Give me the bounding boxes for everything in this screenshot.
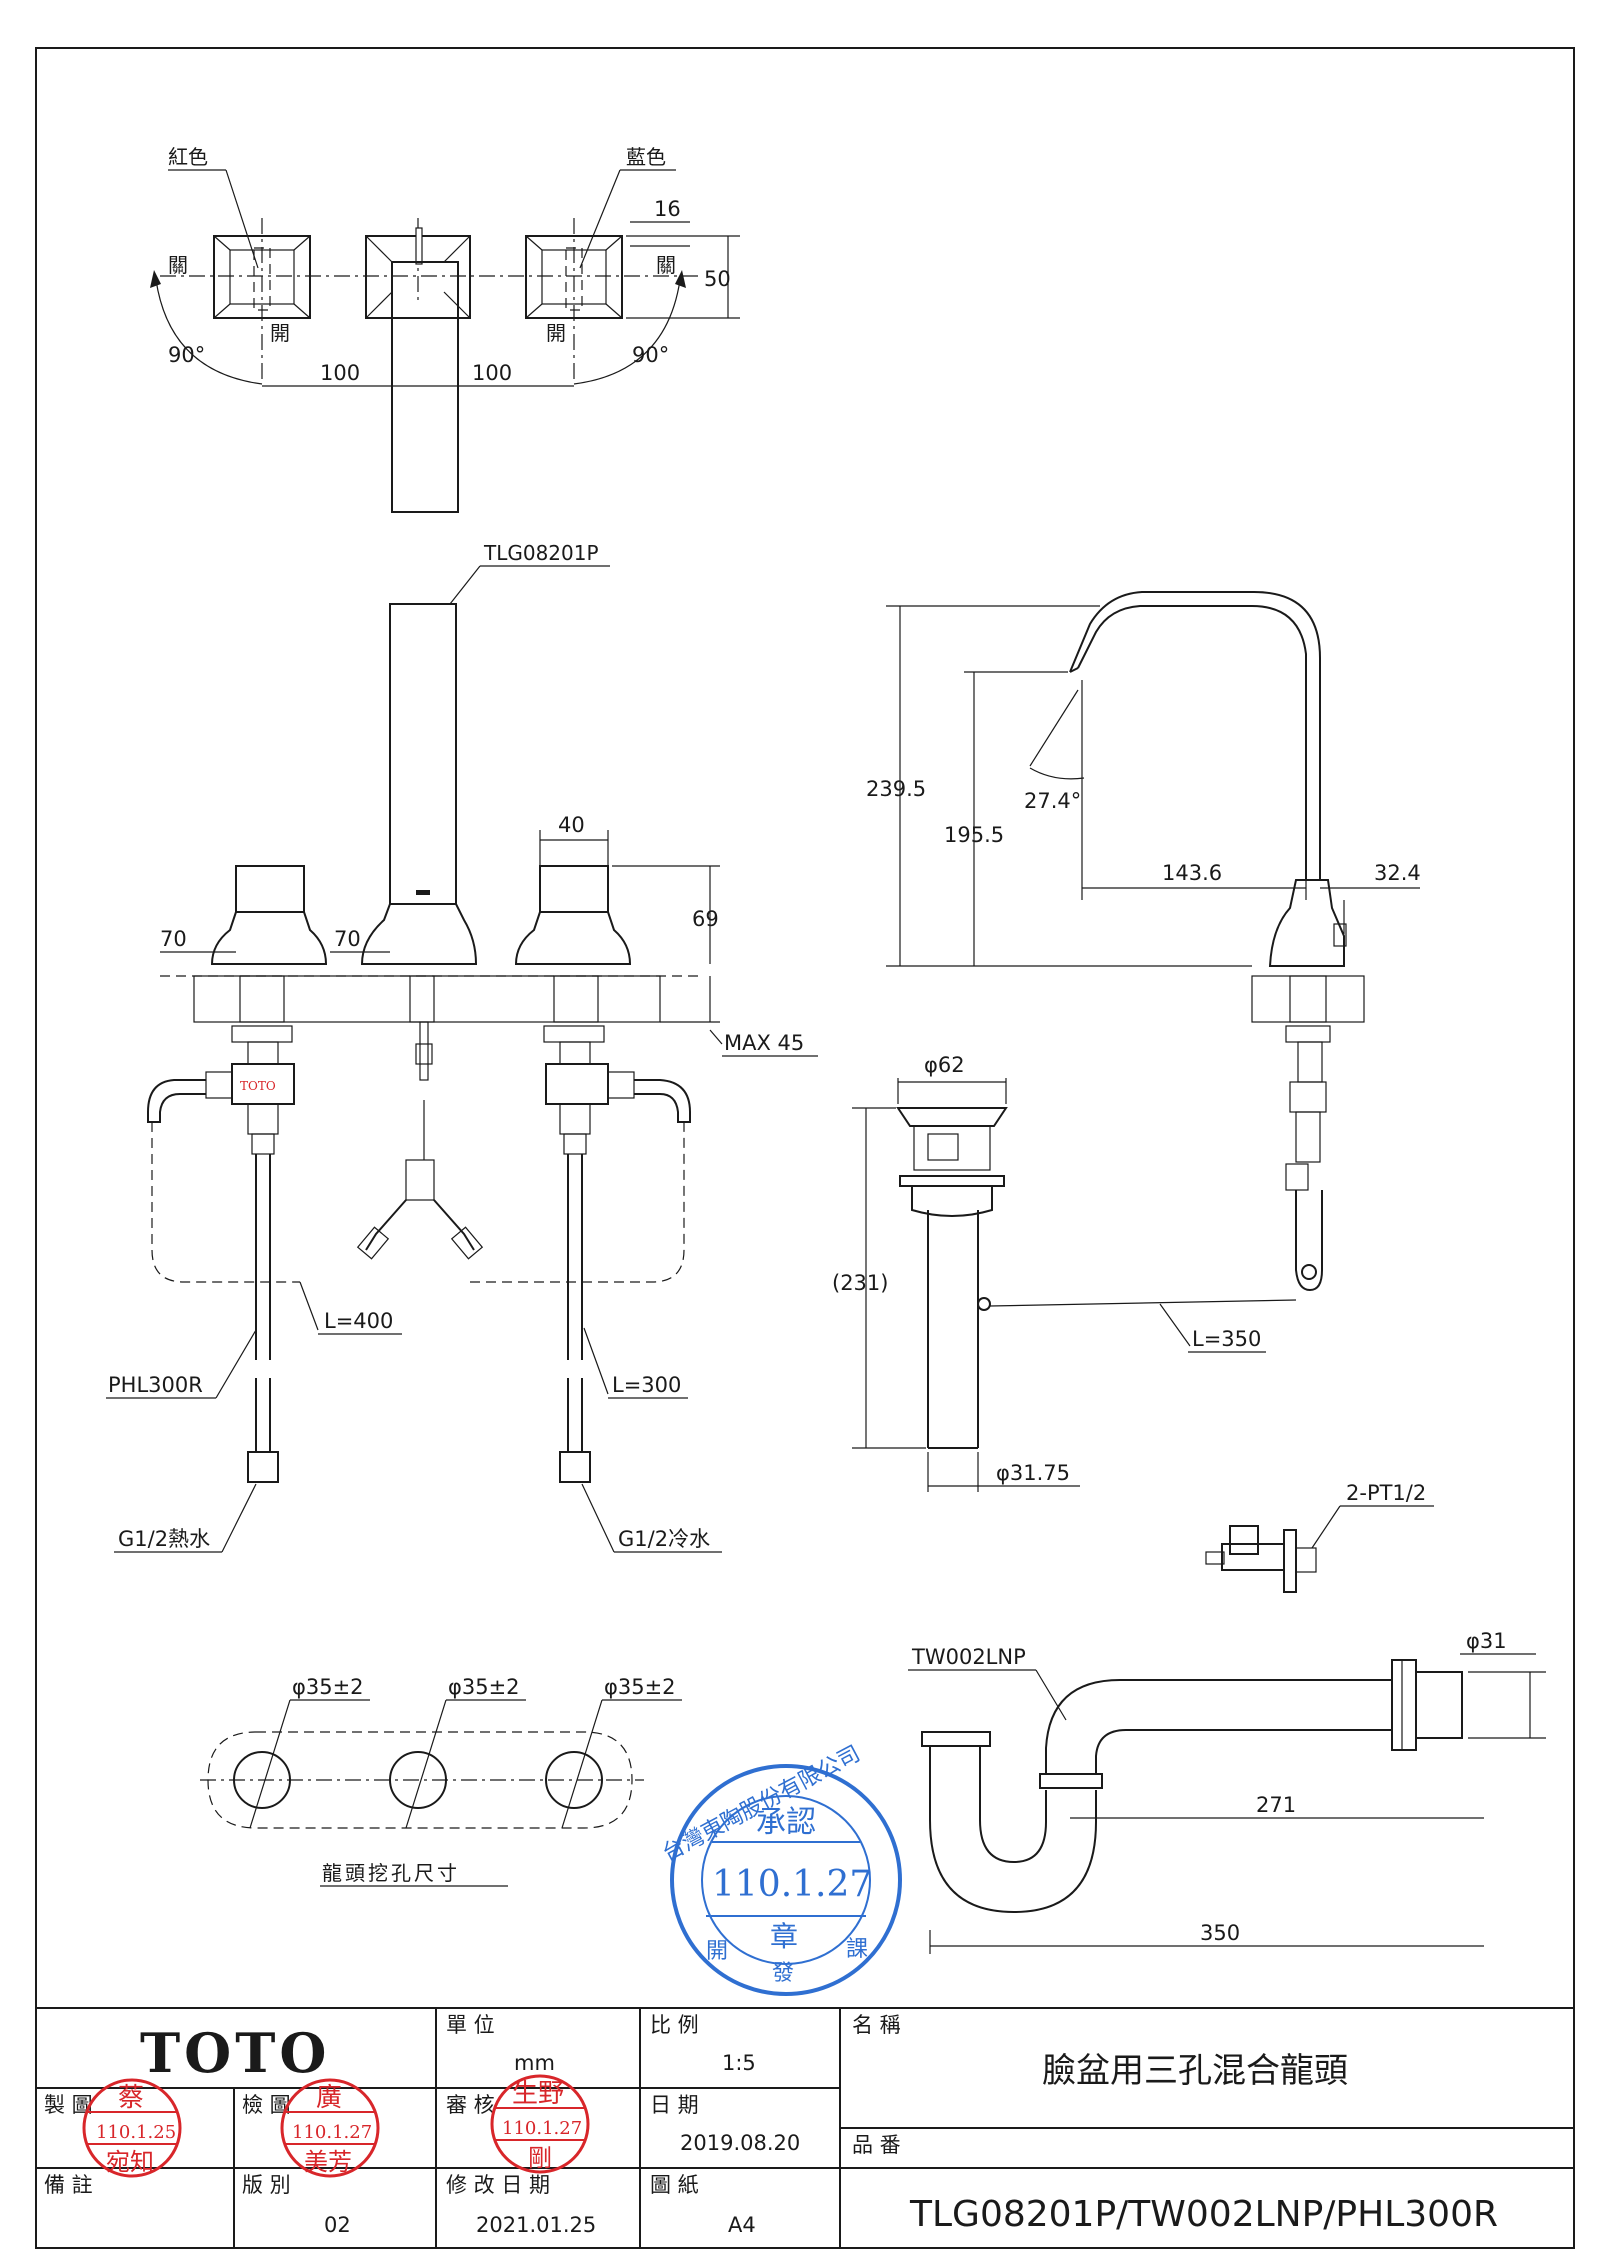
drawn-label: 製 圖 (44, 2093, 93, 2117)
part-label: 品 番 (852, 2133, 901, 2157)
dim-max45: MAX 45 (724, 1031, 804, 1055)
rod-length: L=350 (1192, 1327, 1261, 1351)
reviewed-stamp-top: 生野 (512, 2079, 564, 2109)
sheet-border (35, 47, 1575, 2249)
version-value: 02 (324, 2213, 351, 2237)
dim-239-5: 239.5 (866, 777, 926, 801)
plan-view: 紅色 藍色 關 關 開 開 90° 90° 100 100 16 50 (150, 145, 740, 513)
reviewed-stamp: 生野 110.1.27 剛 (490, 2074, 590, 2174)
name-label: 名 稱 (852, 2013, 901, 2037)
right-handle-front (514, 865, 691, 1155)
hot-connection-label: G1/2熱水 (118, 1527, 210, 1551)
spacing-right-dim: 100 (472, 361, 512, 385)
ptrap-diameter: φ31 (1466, 1629, 1507, 1653)
spacing-left-dim: 100 (320, 361, 360, 385)
ptrap-dim-350: 350 (1200, 1921, 1240, 1945)
angle-valve (1205, 1525, 1317, 1593)
hose-l300: L=300 (612, 1373, 681, 1397)
front-view: TLG08201P TOTO (106, 541, 818, 1553)
dim-143-6: 143.6 (1162, 861, 1222, 885)
dim-50: 50 (704, 267, 731, 291)
date-label: 日 期 (650, 2093, 699, 2117)
drawn-stamp: 蔡 110.1.25 宛知 (82, 2078, 182, 2178)
hole-pattern: φ35±2 φ35±2 φ35±2 龍頭挖孔尺寸 (200, 1675, 682, 1887)
open-left-label: 開 (270, 321, 290, 345)
side-view: 239.5 195.5 27.4° 143.6 32.4 φ62 (832, 591, 1434, 1593)
toto-logo: TOTO (140, 2021, 330, 2085)
seal-right: 課 (846, 1937, 868, 1962)
pt-label: 2-PT1/2 (1346, 1481, 1426, 1505)
dim-70-left: 70 (160, 927, 187, 951)
seal-bottom: 發 (772, 1961, 794, 1986)
closed-right-label: 關 (656, 253, 676, 277)
spout-plan (365, 227, 471, 513)
drawn-stamp-date: 110.1.25 (96, 2122, 176, 2143)
checked-stamp-date: 110.1.27 (292, 2122, 372, 2143)
reviewed-stamp-date: 110.1.27 (502, 2118, 582, 2139)
part-number: TLG08201P/TW002LNP/PHL300R (909, 2194, 1498, 2235)
dim-195-5: 195.5 (944, 823, 1004, 847)
checked-label: 檢 圖 (242, 2093, 291, 2117)
spout-model-label: TLG08201P (483, 541, 599, 565)
paper-value: A4 (728, 2213, 756, 2237)
scale-label: 比 例 (650, 2013, 699, 2037)
angle-right-label: 90° (632, 343, 669, 367)
seal-chapter: 章 (770, 1920, 798, 1953)
ptrap-model-label: TW002LNP (911, 1645, 1026, 1669)
dim-16: 16 (654, 197, 681, 221)
revised-value: 2021.01.25 (476, 2213, 596, 2237)
checked-stamp-top: 廣 (316, 2083, 342, 2113)
blue-label: 藍色 (626, 145, 666, 169)
checked-stamp-bottom: 美芳 (304, 2148, 352, 2176)
tail-diameter: φ31.75 (996, 1461, 1070, 1485)
reviewed-stamp-bottom: 剛 (528, 2144, 552, 2172)
hole-2-diameter: φ35±2 (448, 1675, 520, 1699)
red-label: 紅色 (168, 145, 208, 169)
dim-40: 40 (558, 813, 585, 837)
open-right-label: 開 (546, 321, 566, 345)
pop-up-drain (896, 1107, 1297, 1449)
angle-27-4: 27.4° (1024, 789, 1081, 813)
dim-69: 69 (692, 907, 719, 931)
drain-diameter: φ62 (924, 1053, 965, 1077)
unit-label: 單 位 (446, 2013, 495, 2037)
reviewed-label: 審 核 (446, 2093, 495, 2117)
approval-seal: 台灣東陶股份有限公司 承認 110.1.27 章 開 發 課 (659, 1741, 902, 1996)
logo-small: TOTO (240, 1079, 276, 1093)
title-block: TOTO 單 位 mm 比 例 1:5 名 稱 臉盆用三孔混合龍頭 製 圖 檢 … (35, 2007, 1575, 2249)
checked-stamp: 廣 110.1.27 美芳 (280, 2078, 380, 2178)
left-handle-front: TOTO (147, 865, 328, 1155)
dim-32-4: 32.4 (1374, 861, 1421, 885)
drawn-stamp-top: 蔡 (118, 2083, 144, 2113)
version-label: 版 別 (242, 2173, 291, 2197)
hole-caption: 龍頭挖孔尺寸 (322, 1861, 460, 1885)
drain-length: (231) (832, 1271, 888, 1295)
unit-value: mm (514, 2051, 555, 2075)
ptrap-dim-271: 271 (1256, 1793, 1296, 1817)
revised-label: 修 改 日 期 (446, 2173, 550, 2197)
seal-approved: 承認 (756, 1805, 816, 1840)
hole-3-diameter: φ35±2 (604, 1675, 676, 1699)
hose-model-label: PHL300R (108, 1373, 203, 1397)
date-value: 2019.08.20 (680, 2131, 800, 2155)
drawn-stamp-bottom: 宛知 (106, 2148, 154, 2176)
p-trap (921, 1659, 1463, 1914)
scale-value: 1:5 (722, 2051, 756, 2075)
angle-left-label: 90° (168, 343, 205, 367)
left-handle-plan (213, 235, 311, 319)
paper-label: 圖 紙 (650, 2173, 699, 2197)
closed-left-label: 關 (168, 253, 188, 277)
seal-left: 開 (706, 1939, 728, 1964)
hose-l400: L=400 (324, 1309, 393, 1333)
remarks-label: 備 註 (44, 2173, 93, 2197)
dim-70-mid: 70 (334, 927, 361, 951)
seal-date: 110.1.27 (712, 1864, 872, 1905)
right-handle-plan (525, 235, 623, 319)
product-name: 臉盆用三孔混合龍頭 (1042, 2051, 1348, 2091)
cold-connection-label: G1/2冷水 (618, 1527, 710, 1551)
hole-1-diameter: φ35±2 (292, 1675, 364, 1699)
